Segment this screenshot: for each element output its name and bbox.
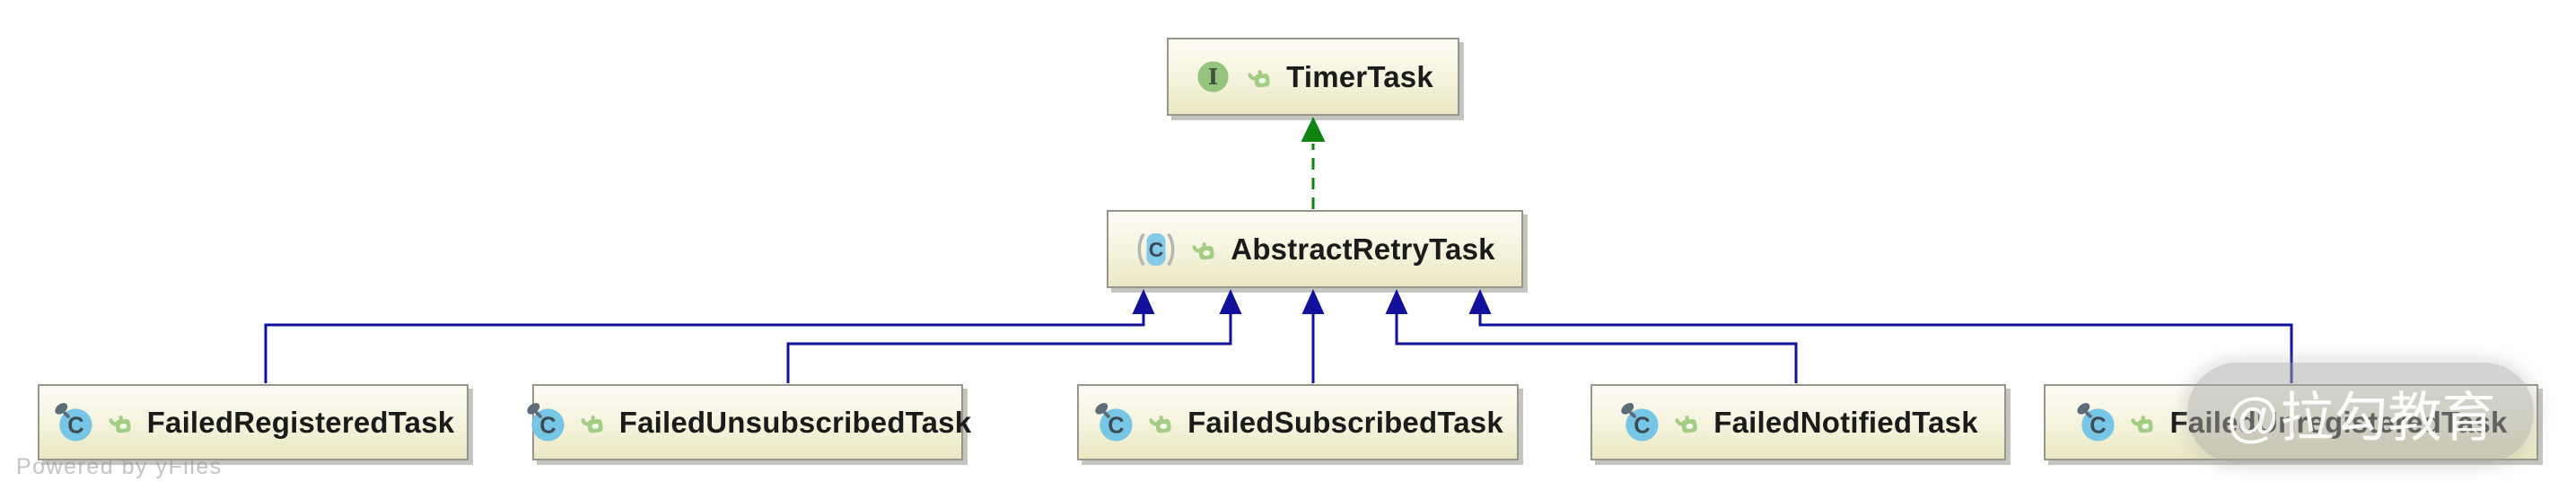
public-lock-icon (1149, 416, 1171, 433)
pin-overlay-icon (2077, 403, 2093, 418)
inheritance-edge-failedunsubscribedtask (786, 314, 1232, 383)
realization-arrowhead (1301, 117, 1326, 142)
class-icon: C (1621, 403, 1659, 442)
node-failedunsubscribedtask[interactable]: C FailedUnsubscribedTask (527, 384, 971, 460)
interface-icon: I (1197, 61, 1229, 92)
inheritance-edge-failedregisteredtask (264, 314, 1145, 383)
node-label: FailedUnsubscribedTask (618, 405, 972, 439)
node-timertask[interactable]: I TimerTask (1167, 38, 1459, 116)
class-icon: C (55, 403, 92, 442)
class-icon: C (527, 403, 565, 442)
node-label: TimerTask (1286, 59, 1433, 93)
svg-text:C: C (67, 413, 83, 438)
node-label: FailedNotifiedTask (1713, 405, 1978, 439)
public-lock-icon (1248, 70, 1270, 88)
node-label: FailedRegisteredTask (146, 405, 455, 439)
node-failedregisteredtask[interactable]: C FailedRegisteredTask (38, 384, 469, 460)
pin-overlay-icon (1621, 403, 1637, 418)
node-failednotifiedtask[interactable]: C FailedNotifiedTask (1590, 384, 2006, 460)
class-icon: C (1095, 403, 1133, 442)
lagou-watermark: @拉勾教育 (2187, 363, 2534, 463)
inheritance-edge-failednotifiedtask (1395, 314, 1798, 383)
node-abstractretrytask[interactable]: C AbstractRetryTask (1107, 210, 1523, 288)
svg-text:C: C (539, 413, 556, 438)
inheritance-arrowhead (1301, 289, 1325, 314)
public-lock-icon (1675, 416, 1697, 433)
node-label: FailedSubscribedTask (1187, 405, 1503, 439)
svg-text:I: I (1208, 64, 1218, 90)
pin-overlay-icon (55, 403, 70, 418)
public-lock-icon (581, 416, 603, 433)
lagou-watermark-text: @拉勾教育 (2225, 387, 2496, 448)
public-lock-icon (2131, 416, 2154, 433)
node-label: AbstractRetryTask (1231, 232, 1495, 266)
inheritance-arrowhead (1385, 289, 1408, 314)
inheritance-arrowhead (1132, 289, 1155, 314)
class-icon: C (2077, 403, 2116, 442)
node-failedsubscribedtask[interactable]: C FailedSubscribedTask (1077, 384, 1519, 460)
svg-text:C: C (1634, 413, 1650, 438)
inheritance-arrowhead (1468, 289, 1492, 314)
pin-overlay-icon (527, 403, 542, 418)
inheritance-arrowhead (1219, 289, 1242, 314)
svg-text:C: C (1149, 238, 1164, 261)
svg-text:C: C (1108, 413, 1124, 438)
abstract-class-icon: C (1137, 232, 1175, 266)
pin-overlay-icon (1095, 403, 1110, 418)
svg-text:C: C (2090, 413, 2107, 438)
public-lock-icon (109, 416, 131, 433)
inheritance-edge-failedunregisteredtask (1478, 314, 2293, 383)
public-lock-icon (1192, 242, 1214, 260)
